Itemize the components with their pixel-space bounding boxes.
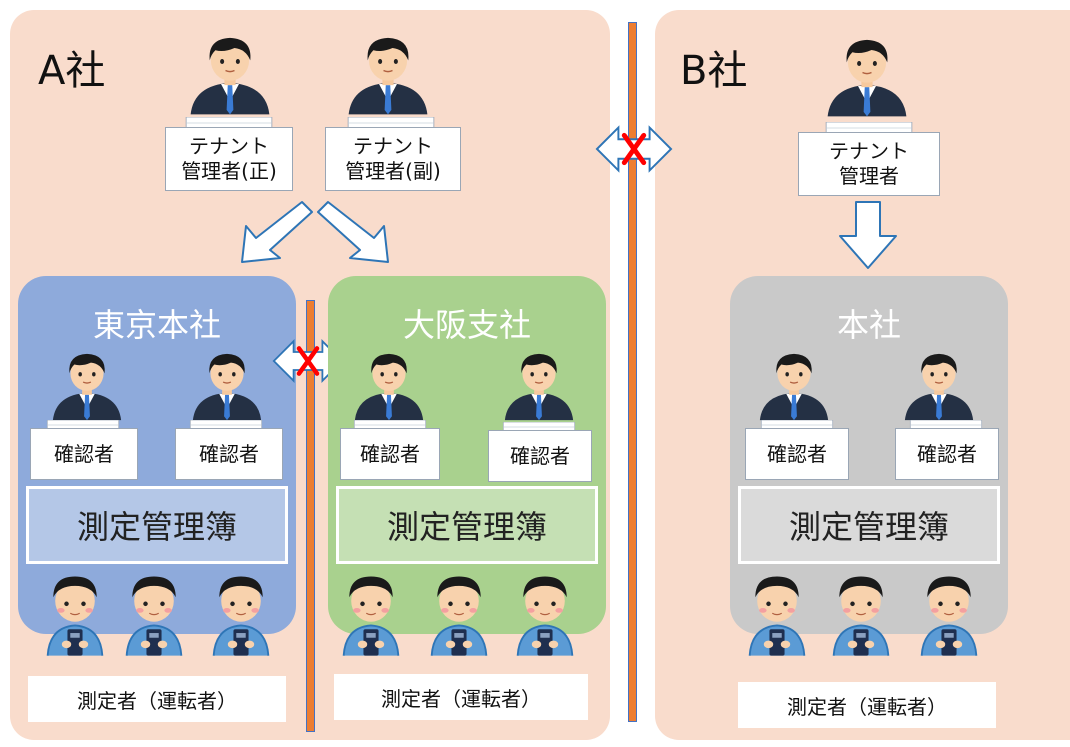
company-a-title: A社 — [38, 48, 106, 94]
branch-honsha-title: 本社 — [836, 306, 901, 344]
branch-divider — [306, 300, 315, 732]
company-b-title: B社 — [680, 48, 748, 94]
tenant-admin-secondary: テナント 管理者(副) — [325, 127, 461, 191]
confirmer-label: 確認者 — [745, 428, 849, 480]
measurer-icon — [208, 568, 274, 666]
measurer-icon — [42, 568, 108, 666]
measurement-ledger: 測定管理簿 — [336, 486, 598, 564]
confirmer-label: 確認者 — [895, 428, 999, 480]
confirmer-icon — [350, 346, 428, 426]
confirmer-icon — [900, 346, 978, 426]
confirmer-icon — [755, 346, 833, 426]
confirmer-icon — [48, 346, 126, 426]
confirmer-label: 確認者 — [30, 428, 138, 480]
down-arrow-icon — [241, 201, 313, 263]
measurer-icon — [512, 568, 578, 666]
admin-icon — [822, 30, 912, 124]
down-arrow-icon — [317, 201, 389, 263]
confirmer-icon — [500, 346, 578, 426]
branch-tokyo-title: 東京本社 — [92, 306, 221, 344]
confirmer-label: 確認者 — [175, 428, 283, 480]
branch-osaka-title: 大阪支社 — [402, 306, 531, 344]
measurer-icon — [121, 568, 187, 666]
measurement-ledger: 測定管理簿 — [26, 486, 288, 564]
measurement-ledger: 測定管理簿 — [738, 486, 1000, 564]
measurer-icon — [916, 568, 982, 666]
tenant-admin: テナント 管理者 — [798, 132, 940, 196]
measurer-icon — [338, 568, 404, 666]
company-divider — [628, 22, 637, 722]
measurer-icon — [828, 568, 894, 666]
measurers-label: 測定者（運転者） — [738, 682, 996, 728]
down-arrow-icon — [839, 201, 897, 269]
measurer-icon — [744, 568, 810, 666]
measurer-icon — [426, 568, 492, 666]
blocked-access-icon — [595, 124, 673, 174]
measurers-label: 測定者（運転者） — [28, 676, 286, 722]
admin-primary-icon — [185, 28, 275, 122]
confirmer-label: 確認者 — [488, 430, 592, 482]
measurers-label: 測定者（運転者） — [334, 674, 588, 720]
confirmer-label: 確認者 — [340, 428, 440, 480]
tenant-admin-primary: テナント 管理者(正) — [165, 127, 293, 191]
confirmer-icon — [188, 346, 266, 426]
admin-secondary-icon — [343, 28, 433, 122]
